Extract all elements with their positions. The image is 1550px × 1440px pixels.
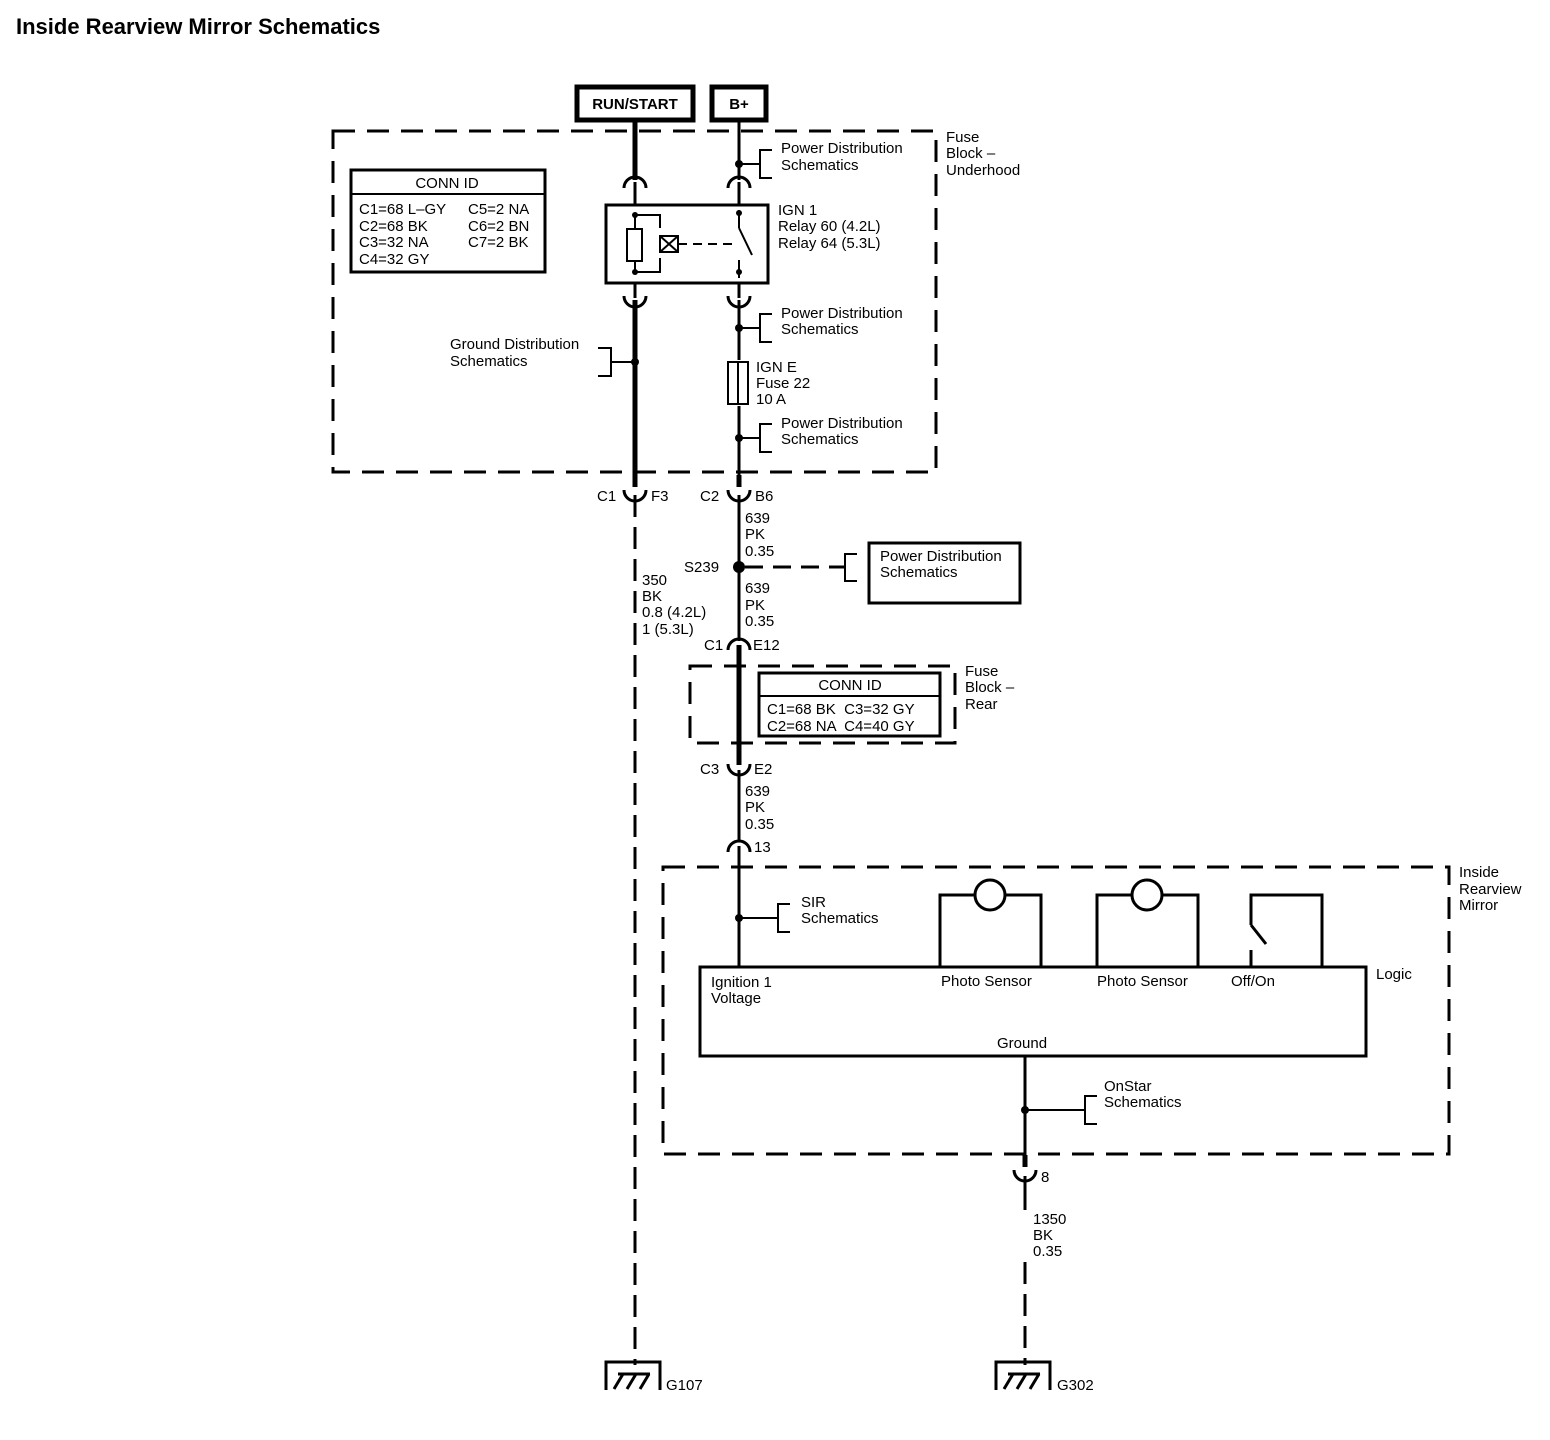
- fuse-label: IGN E Fuse 22 10 A: [756, 359, 814, 408]
- off-on-label: Off/On: [1231, 973, 1275, 990]
- conn-id-col1: C1=68 L–GY C2=68 BK C3=32 NA C4=32 GY: [359, 201, 450, 268]
- conn-id-underhood: CONN ID C1=68 L–GY C2=68 BK C3=32 NA C4=…: [349, 168, 547, 274]
- onstar-ref: [1021, 1095, 1097, 1125]
- power-distribution-ref-3: [735, 423, 772, 453]
- sir-label: SIR Schematics: [801, 894, 879, 927]
- conn-c1-rear-label: C1: [704, 637, 723, 654]
- ground-g107-symbol: [604, 1360, 662, 1390]
- ign1-relay: [604, 203, 770, 285]
- onstar-label: OnStar Schematics: [1104, 1078, 1182, 1111]
- conn-id-rear-rows: C1=68 BK C3=32 GY C2=68 NA C4=40 GY: [0, 0, 944, 735]
- conn-id-col2: C5=2 NA C6=2 BN C7=2 BK: [468, 201, 533, 251]
- conn-pin13-label: 13: [754, 839, 771, 856]
- conn-b6-label: B6: [755, 488, 773, 505]
- sir-ref: [735, 903, 790, 933]
- splice-s239: [733, 561, 745, 573]
- photo-sensor-2-label: Photo Sensor: [1097, 973, 1188, 990]
- fuse-block-rear-label: Fuse Block – Rear: [965, 663, 1018, 713]
- power-distribution-label-4: Power Distribution Schematics: [880, 548, 1006, 581]
- photo-sensor-1: [938, 878, 1043, 967]
- ground-label: Ground: [997, 1035, 1047, 1052]
- power-distribution-label-2: Power Distribution Schematics: [781, 305, 907, 338]
- conn-e2-label: E2: [754, 761, 772, 778]
- ground-distribution-ref: [598, 347, 639, 377]
- splice-label: S239: [684, 559, 719, 576]
- ground-g302-symbol: [994, 1360, 1052, 1390]
- photo-sensor-1-label: Photo Sensor: [941, 973, 1032, 990]
- wire-1350-label: 1350 BK 0.35: [1033, 1211, 1071, 1260]
- fuse-block-underhood-label: Fuse Block – Underhood: [946, 129, 1020, 179]
- conn-id-header: CONN ID: [415, 175, 479, 192]
- mirror-label: Inside Rearview Mirror: [1459, 864, 1526, 914]
- ignition-voltage-label: Ignition 1 Voltage: [711, 974, 776, 1007]
- conn-c1-label: C1: [597, 488, 616, 505]
- page-title: Inside Rearview Mirror Schematics: [16, 14, 380, 39]
- run-start-source: RUN/START: [574, 84, 696, 123]
- bplus-label: B+: [729, 96, 749, 113]
- power-distribution-ref-1: [735, 149, 772, 179]
- logic-module: [698, 965, 1368, 1058]
- power-distribution-label-3: Power Distribution Schematics: [781, 415, 907, 448]
- wire-639-label-1: 639 PK 0.35: [745, 510, 774, 560]
- conn-id-rear: CONN ID C1=68 BK C3=32 GY C2=68 NA C4=40…: [0, 0, 944, 738]
- wire-350-label: 350 BK 0.8 (4.2L) 1 (5.3L): [642, 572, 710, 638]
- conn-c2-label: C2: [700, 488, 719, 505]
- conn-c3-label: C3: [700, 761, 719, 778]
- conn-e12-label: E12: [753, 637, 780, 654]
- power-distribution-ref-box: [867, 541, 1022, 605]
- run-start-wire: [622, 120, 648, 1365]
- conn-pin8-label: 8: [1041, 1169, 1049, 1186]
- logic-label: Logic: [1376, 966, 1412, 983]
- photo-sensor-2: [1095, 878, 1200, 967]
- conn-id-rear-header: CONN ID: [818, 677, 882, 694]
- power-distribution-label-1: Power Distribution Schematics: [781, 140, 907, 174]
- run-start-label: RUN/START: [592, 96, 678, 113]
- power-distribution-ref-2: [735, 313, 772, 343]
- mirror-boundary: [661, 865, 1451, 1156]
- bplus-source: B+: [709, 84, 769, 123]
- wire-639-label-2: 639 PK 0.35: [745, 580, 774, 630]
- off-on-switch: [1249, 893, 1324, 967]
- wire-639-label-3: 639 PK 0.35: [745, 783, 774, 833]
- relay-label: IGN 1 Relay 60 (4.2L) Relay 64 (5.3L): [778, 202, 885, 252]
- conn-f3-label: F3: [651, 488, 669, 505]
- ground-g107-label: G107: [666, 1377, 703, 1394]
- ground-g302-label: G302: [1057, 1377, 1094, 1394]
- ground-distribution-label: Ground Distribution Schematics: [450, 336, 583, 370]
